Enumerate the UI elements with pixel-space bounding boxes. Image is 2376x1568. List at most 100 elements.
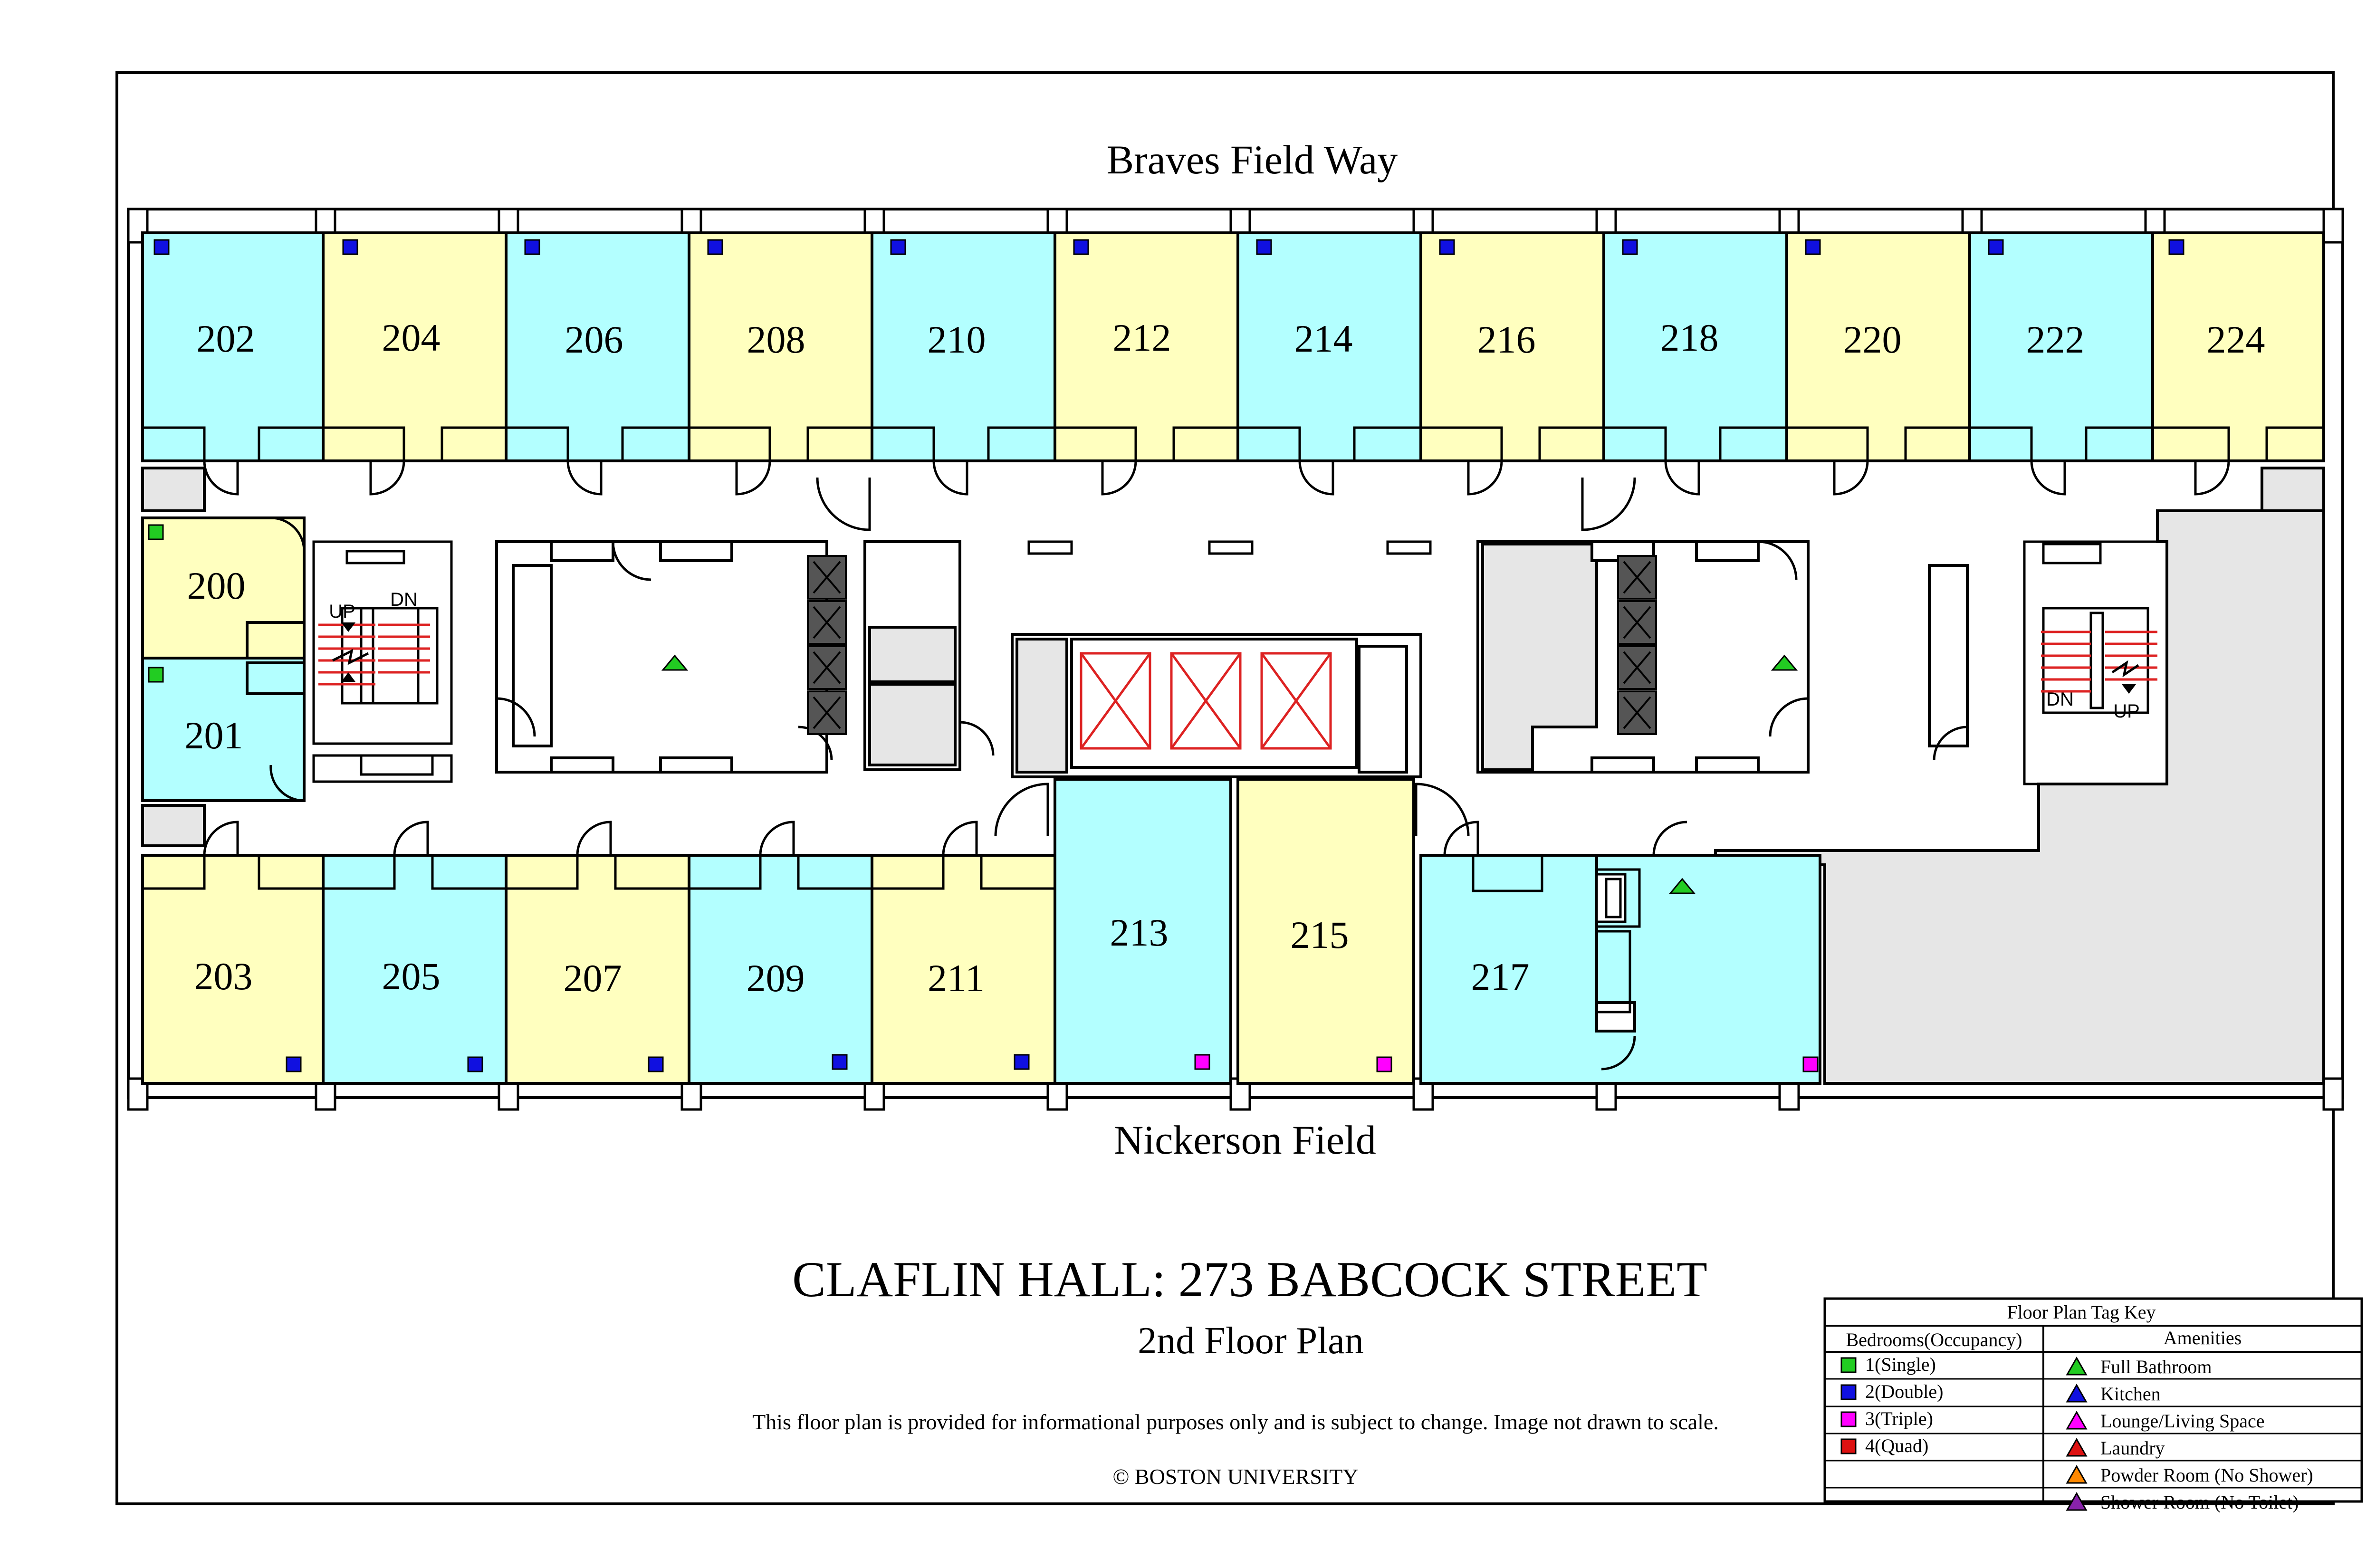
legend-amenity-icon (2066, 1464, 2088, 1484)
room-label-213: 213 (1110, 911, 1169, 954)
elevator-3 (1260, 652, 1332, 750)
bottom-row-doors (203, 821, 1687, 1071)
legend-amenity-label: Full Bathroom (2100, 1356, 2212, 1377)
bottom-row-occupancy-tags (286, 1054, 1819, 1072)
room-206[interactable] (505, 231, 690, 462)
legend-amenity-label: Laundry (2100, 1437, 2165, 1459)
room-label-206: 206 (565, 318, 623, 361)
street-label-top: Braves Field Way (1107, 137, 1398, 182)
legend-amenity-icon (2066, 1437, 2088, 1457)
elevator-core (1011, 633, 1422, 778)
legend-bedroom-swatch (1840, 1438, 1857, 1454)
room-label-209: 209 (747, 956, 805, 1000)
closet-200 (246, 621, 306, 660)
room-label-215: 215 (1291, 913, 1349, 956)
legend-bedroom-swatch (1840, 1411, 1857, 1427)
top-row-occupancy-tags (153, 239, 2184, 255)
right-stair-break-line (2111, 660, 2139, 678)
legend-amenity-icon (2066, 1356, 2088, 1376)
full-bathroom-icon-suite (1668, 878, 1696, 894)
room-label-205: 205 (382, 955, 441, 998)
room-label-218: 218 (1660, 316, 1719, 359)
bottom-row-closets (141, 854, 1641, 1013)
building: 202 204 206 208 210 212 214 216 218 220 … (127, 208, 2344, 1111)
left-wing (141, 467, 306, 847)
full-bathroom-icon-right (1771, 654, 1798, 671)
disclaimer: This floor plan is provided for informat… (752, 1410, 1719, 1434)
legend-amenity-label: Kitchen (2100, 1383, 2161, 1405)
legend-amenity-icon (2066, 1492, 2088, 1511)
room-224[interactable] (2151, 231, 2325, 462)
room-209[interactable] (688, 854, 873, 1085)
top-row-closets (141, 426, 2325, 462)
room-207[interactable] (505, 854, 690, 1085)
room-216[interactable] (1419, 231, 1605, 462)
legend-bedroom-swatch (1840, 1357, 1857, 1373)
right-stair-treads (2041, 631, 2157, 693)
room-label-207: 207 (564, 956, 622, 1000)
room-label-204: 204 (382, 316, 441, 359)
room-label-222: 222 (2026, 318, 2085, 361)
room-203[interactable] (141, 854, 325, 1085)
elevator-1 (1080, 652, 1151, 750)
legend-row-lines (1825, 1378, 2362, 1489)
street-label-bottom: Nickerson Field (1114, 1117, 1376, 1163)
left-shower-stalls (807, 555, 847, 735)
room-label-201: 201 (185, 714, 243, 757)
elevator-2 (1170, 652, 1242, 750)
legend-amenity-icon (2066, 1383, 2088, 1403)
room-label-208: 208 (747, 318, 805, 361)
right-stair-up-label: UP (2113, 701, 2140, 722)
room-222[interactable] (1968, 231, 2154, 462)
room-213[interactable] (1054, 778, 1232, 1085)
corridor-fixtures (1027, 540, 1432, 555)
building-title: CLAFLIN HALL: 273 BABCOCK STREET (792, 1252, 1707, 1307)
gray-pad-left-top (141, 467, 206, 512)
full-bathroom-icon (661, 654, 689, 671)
elevators (1080, 652, 1332, 750)
left-stair-treads (318, 623, 430, 686)
room-215[interactable] (1236, 778, 1415, 1085)
legend-amenity-label: Lounge/Living Space (2100, 1410, 2264, 1432)
legend-bedroom-label: 3(Triple) (1865, 1408, 1933, 1429)
legend-title: Floor Plan Tag Key (2007, 1301, 2156, 1323)
right-shower-stalls (1617, 555, 1657, 735)
room-202[interactable] (141, 231, 325, 462)
legend-bedrooms-header: Bedrooms(Occupancy) (1846, 1329, 2022, 1350)
room-label-211: 211 (928, 956, 985, 1000)
right-bathroom-doors (1758, 540, 1968, 761)
right-stair (2023, 540, 2168, 785)
left-utility-rooms (863, 540, 961, 771)
legend-amenity-icon (2066, 1410, 2088, 1430)
room-220[interactable] (1785, 231, 1971, 462)
floor-subtitle: 2nd Floor Plan (1138, 1320, 1364, 1362)
room-label-200: 200 (187, 564, 246, 607)
bottom-row-labels: 203 205 207 209 211 213 215 217 (194, 911, 1530, 1000)
left-stair-up-label: UP (329, 601, 355, 622)
gray-pad-right-top (2261, 467, 2325, 512)
room-204[interactable] (322, 231, 508, 462)
room-label-217: 217 (1471, 955, 1530, 998)
left-stair-up-arrow (341, 622, 355, 632)
right-stair-up-arrow (2122, 684, 2136, 694)
room-label-202: 202 (197, 317, 255, 360)
right-gray-zone (1714, 509, 2325, 1085)
left-stair-down-label: DN (390, 589, 418, 610)
room-218[interactable] (1602, 231, 1788, 462)
occupancy-tag-200 (148, 524, 164, 540)
left-stair-break-line (332, 649, 369, 665)
closet-201 (246, 661, 306, 695)
room-label-210: 210 (928, 318, 986, 361)
left-utility-door (959, 721, 995, 756)
right-stair-down-label: DN (2046, 689, 2074, 710)
left-stair-down-arrow (341, 672, 355, 682)
occupancy-tag-201 (148, 667, 164, 683)
top-row-rooms (141, 231, 2325, 462)
legend-amenity-label: Shower Room (No Toilet) (2100, 1492, 2299, 1513)
room-label-212: 212 (1113, 316, 1171, 359)
room-label-216: 216 (1477, 318, 1536, 361)
room-210[interactable] (871, 231, 1056, 462)
legend-bedroom-label: 1(Single) (1865, 1354, 1936, 1375)
